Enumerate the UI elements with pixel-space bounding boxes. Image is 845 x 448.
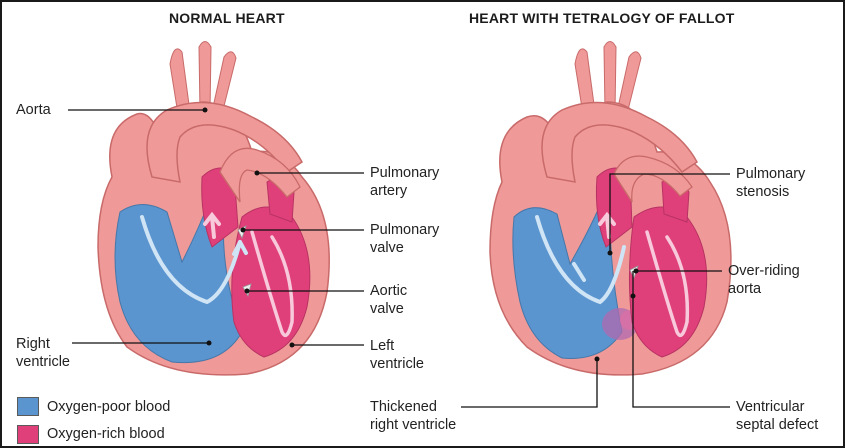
normal-heart — [98, 42, 329, 375]
legend-label-oxygen-rich: Oxygen-rich blood — [47, 425, 165, 443]
title-normal-heart: NORMAL HEART — [169, 10, 285, 26]
title-tof-heart: HEART WITH TETRALOGY OF FALLOT — [469, 10, 735, 26]
legend-swatch-oxygen-poor — [17, 397, 39, 416]
label-aorta: Aorta — [16, 101, 51, 119]
legend-label-oxygen-poor: Oxygen-poor blood — [47, 398, 170, 416]
legend-swatch-oxygen-rich — [17, 425, 39, 444]
